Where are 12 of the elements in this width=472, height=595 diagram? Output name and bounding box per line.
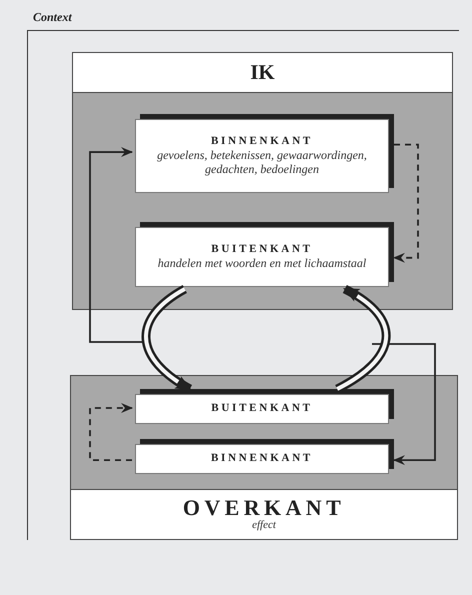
panel-heading: IK	[250, 62, 275, 83]
panel-heading: OVERKANT	[182, 496, 346, 519]
panel	[70, 375, 458, 540]
description-text: gevoelens, betekenissen, gewaarwordingen, gedachten, bedoelingen	[156, 149, 368, 177]
box-heading: BUITENKANT	[211, 402, 313, 416]
panel	[72, 52, 453, 310]
description-text: handelen met woorden en met lichaamstaal	[156, 256, 368, 271]
box-heading: BINNENKANT	[210, 452, 314, 466]
box-heading: BUITENKANT	[211, 243, 313, 257]
description-text: effect	[252, 518, 276, 532]
frame-title: Context	[33, 9, 72, 26]
box-heading: BINNENKANT	[210, 135, 314, 150]
